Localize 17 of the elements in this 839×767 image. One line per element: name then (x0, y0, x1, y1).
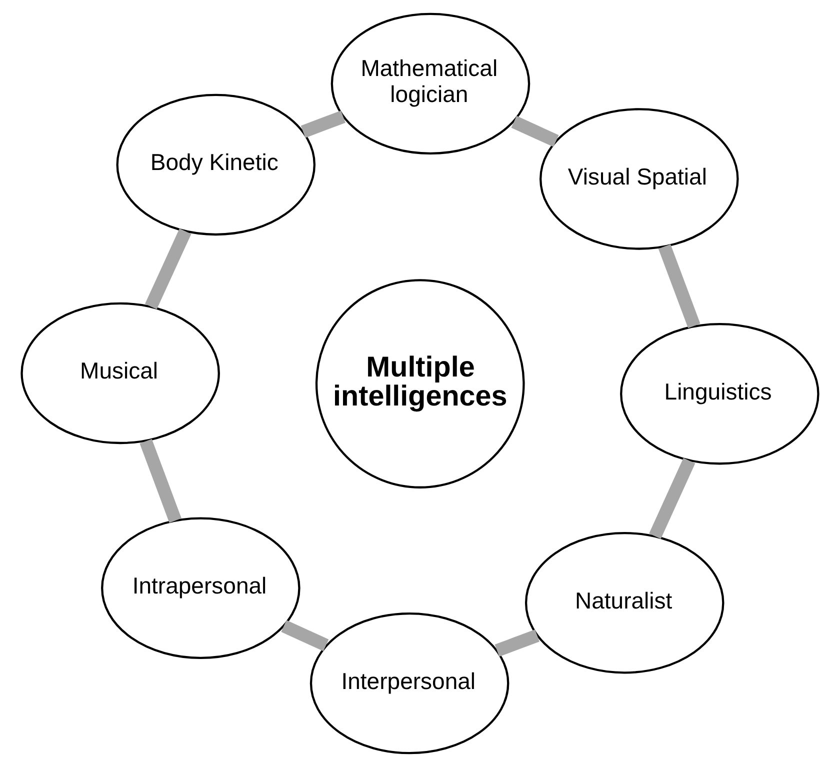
node-ellipse: Intrapersonal (100, 517, 300, 659)
connector (300, 110, 345, 138)
connector (139, 438, 181, 523)
connector (494, 629, 539, 657)
connector (144, 228, 191, 310)
node-ellipse: Musical (20, 302, 220, 444)
connector (648, 458, 695, 539)
node-ellipse: Visual Spatial (539, 108, 738, 250)
node-ellipse: Linguistics (620, 322, 819, 465)
connector (510, 116, 558, 147)
node-ellipse: Interpersonal (309, 612, 509, 754)
node-circle: Multiple intelligences (314, 279, 524, 488)
node-ellipse: Mathematical logician (330, 12, 530, 155)
connector (658, 244, 700, 328)
node-ellipse: Body Kinetic (116, 94, 316, 236)
connector (280, 620, 328, 652)
node-ellipse: Naturalist (524, 532, 724, 674)
